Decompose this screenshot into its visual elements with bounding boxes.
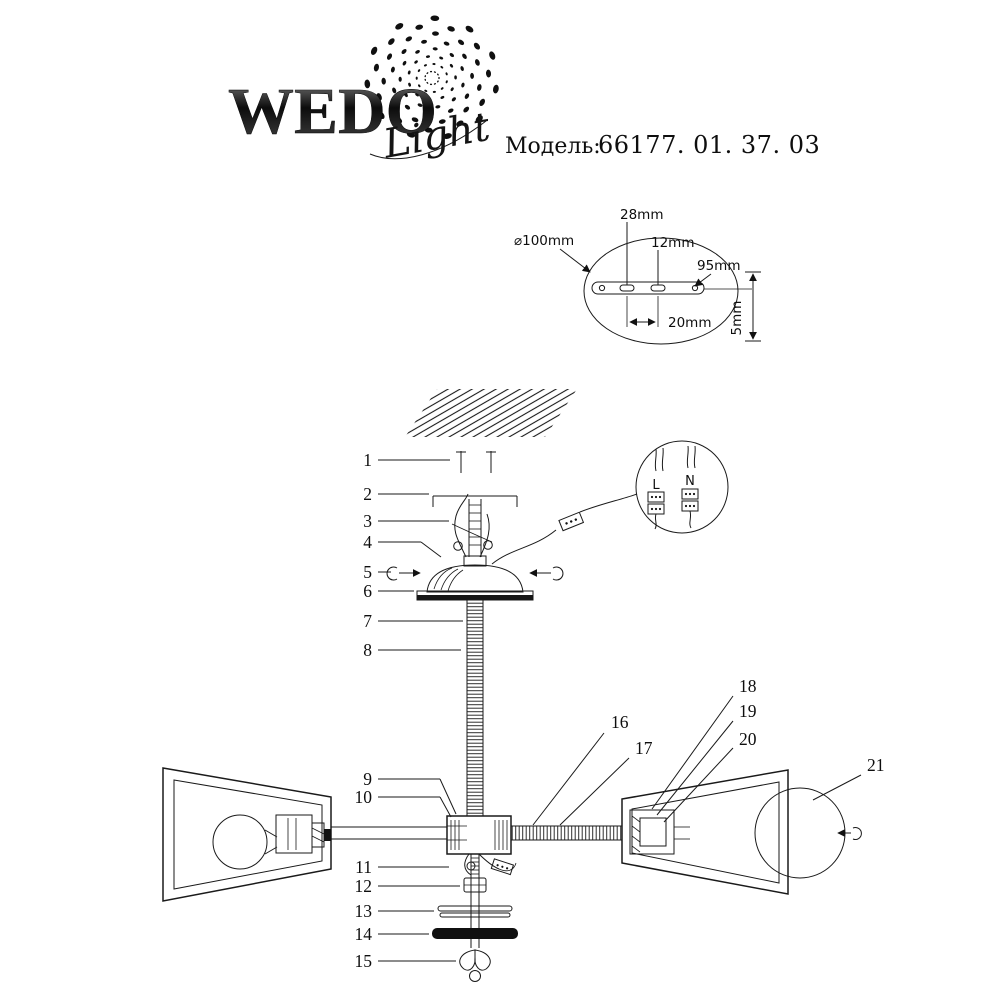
screw-hole-right: [691, 284, 699, 292]
central-hub: [446, 815, 512, 855]
cable-connector: [558, 511, 585, 532]
callout-15: 15: [355, 951, 373, 971]
callout-10: 10: [355, 787, 373, 807]
callout-leaders-left: [378, 459, 463, 962]
dim-95mm: 95mm: [697, 258, 740, 274]
canopy-wires: [451, 493, 493, 558]
terminal-block: [647, 491, 665, 503]
right-socket: [629, 809, 690, 855]
right-arm: [510, 825, 623, 841]
bottom-disc: [432, 928, 518, 939]
callout-8: 8: [363, 640, 372, 660]
dim-5mm: 5mm: [729, 301, 745, 336]
right-shade: [621, 769, 789, 895]
left-arm: [331, 826, 447, 840]
callout-5: 5: [363, 562, 372, 582]
callout-leaders-right: [532, 695, 862, 826]
central-rod: [466, 599, 484, 817]
supply-cable: [491, 493, 638, 565]
left-bulb: [212, 814, 278, 870]
screw-hole-left: [598, 284, 606, 292]
dim-20mm: 20mm: [668, 315, 711, 331]
dim-28mm: 28mm: [620, 207, 663, 223]
model-label: Модель:: [505, 134, 601, 159]
canopy-collar: [463, 555, 487, 567]
left-socket: [275, 814, 331, 854]
canopy-side-screw-left: [386, 566, 421, 581]
mount-plate-detail: 28mm 12mm ⌀100mm 95mm 20mm 5mm: [514, 207, 761, 345]
callout-20: 20: [739, 729, 757, 749]
detail-bubble: [635, 440, 729, 534]
brand-logo: WEDO Light: [228, 15, 499, 168]
callout-14: 14: [355, 924, 373, 944]
lock-nut: [463, 877, 487, 893]
ceiling-hatch: [405, 389, 577, 437]
slot-left: [619, 284, 635, 292]
mounting-bar: [432, 495, 518, 507]
brand-wordmark: WEDO: [228, 75, 437, 148]
hub-wires: [464, 853, 517, 876]
canopy-side-screw-right: [529, 566, 564, 581]
finial: [459, 949, 491, 982]
callout-16: 16: [611, 712, 629, 732]
wiring-terminal-detail: L N: [635, 440, 729, 534]
callout-2: 2: [363, 484, 372, 504]
terminal-block: [681, 488, 699, 500]
canopy: [426, 555, 524, 593]
slot-right: [650, 284, 666, 292]
callout-12: 12: [355, 876, 373, 896]
callout-17: 17: [635, 738, 653, 758]
callout-4: 4: [363, 532, 372, 552]
mounting-screws: [456, 451, 496, 473]
detail-bubble: [583, 237, 739, 345]
bulb-screw-symbol: [837, 827, 862, 840]
main-assembly: [162, 451, 862, 982]
callout-7: 7: [363, 611, 372, 631]
logo-swash: [369, 120, 487, 160]
callout-11: 11: [355, 857, 372, 877]
terminal-dots: [650, 492, 696, 511]
dim-12mm: 12mm: [651, 235, 694, 251]
model-number: 66177. 01. 37. 03: [598, 131, 820, 159]
callout-13: 13: [355, 901, 373, 921]
terminal-label-live: L: [652, 478, 660, 493]
terminal-label-neutral: N: [685, 474, 695, 489]
callout-18: 18: [739, 676, 757, 696]
logo-dot-swirl-icon: [364, 15, 499, 139]
callout-21: 21: [867, 755, 885, 775]
right-bulb: [754, 787, 846, 879]
threaded-nipple: [468, 499, 482, 557]
dim-dia100mm: ⌀100mm: [514, 233, 574, 249]
callout-19: 19: [739, 701, 757, 721]
left-shade: [162, 767, 332, 902]
callout-6: 6: [363, 581, 372, 601]
callout-numbers: 1 2 3 4 5 6 7 8 9 10 11 12 13 14 15 16 1…: [355, 450, 885, 971]
washer-rings: [437, 905, 513, 918]
mount-plate: [591, 281, 705, 295]
callout-1: 1: [363, 450, 372, 470]
callout-9: 9: [363, 769, 372, 789]
callout-3: 3: [363, 511, 372, 531]
